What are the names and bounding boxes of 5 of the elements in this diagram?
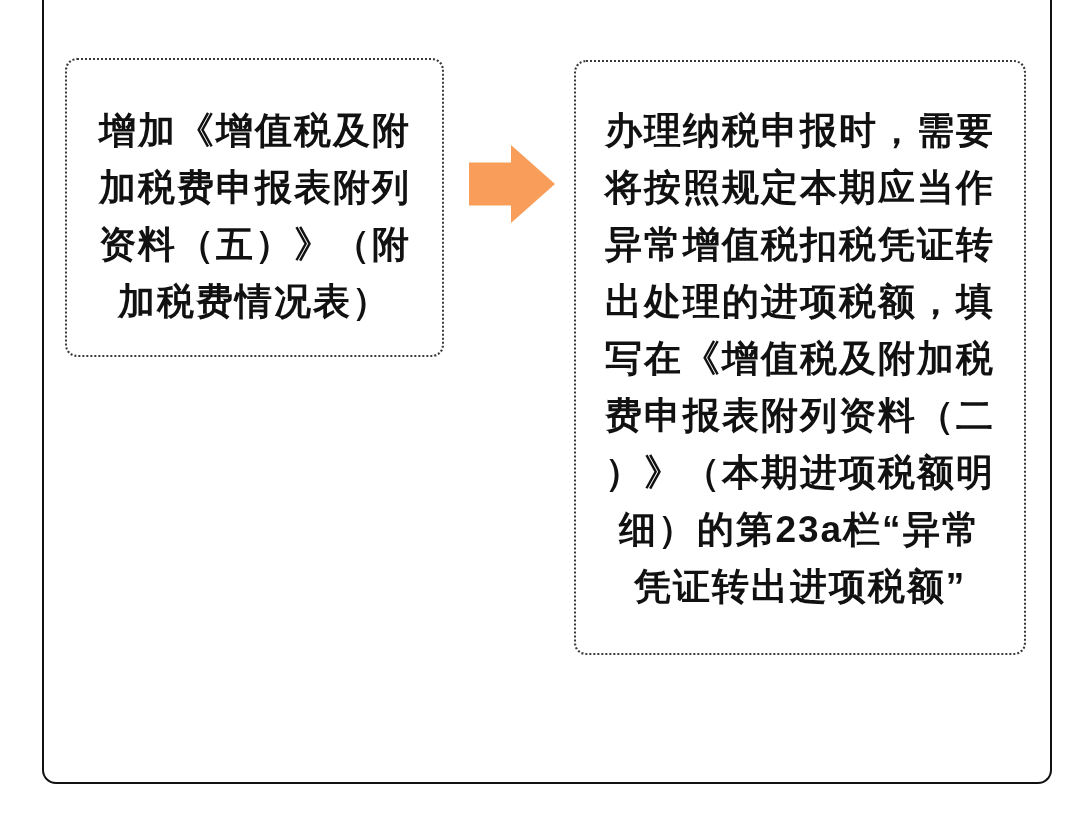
text-box [65, 58, 444, 357]
description-text: 办理纳税申报时，需要将按照规定本期应当作异常增值税扣税凭证转出处理的进项税额，填写在《增值税及附加税费申报表附列资料（二）》（本期进项税额明细）的第23a栏“异常凭证转出进项税额” [604, 109, 996, 609]
text-box [574, 60, 1026, 655]
arrow [469, 145, 555, 223]
description-text: 增加《增值税及附加税费申报表附列资料（五）》（附加税费情况表） [97, 109, 412, 324]
